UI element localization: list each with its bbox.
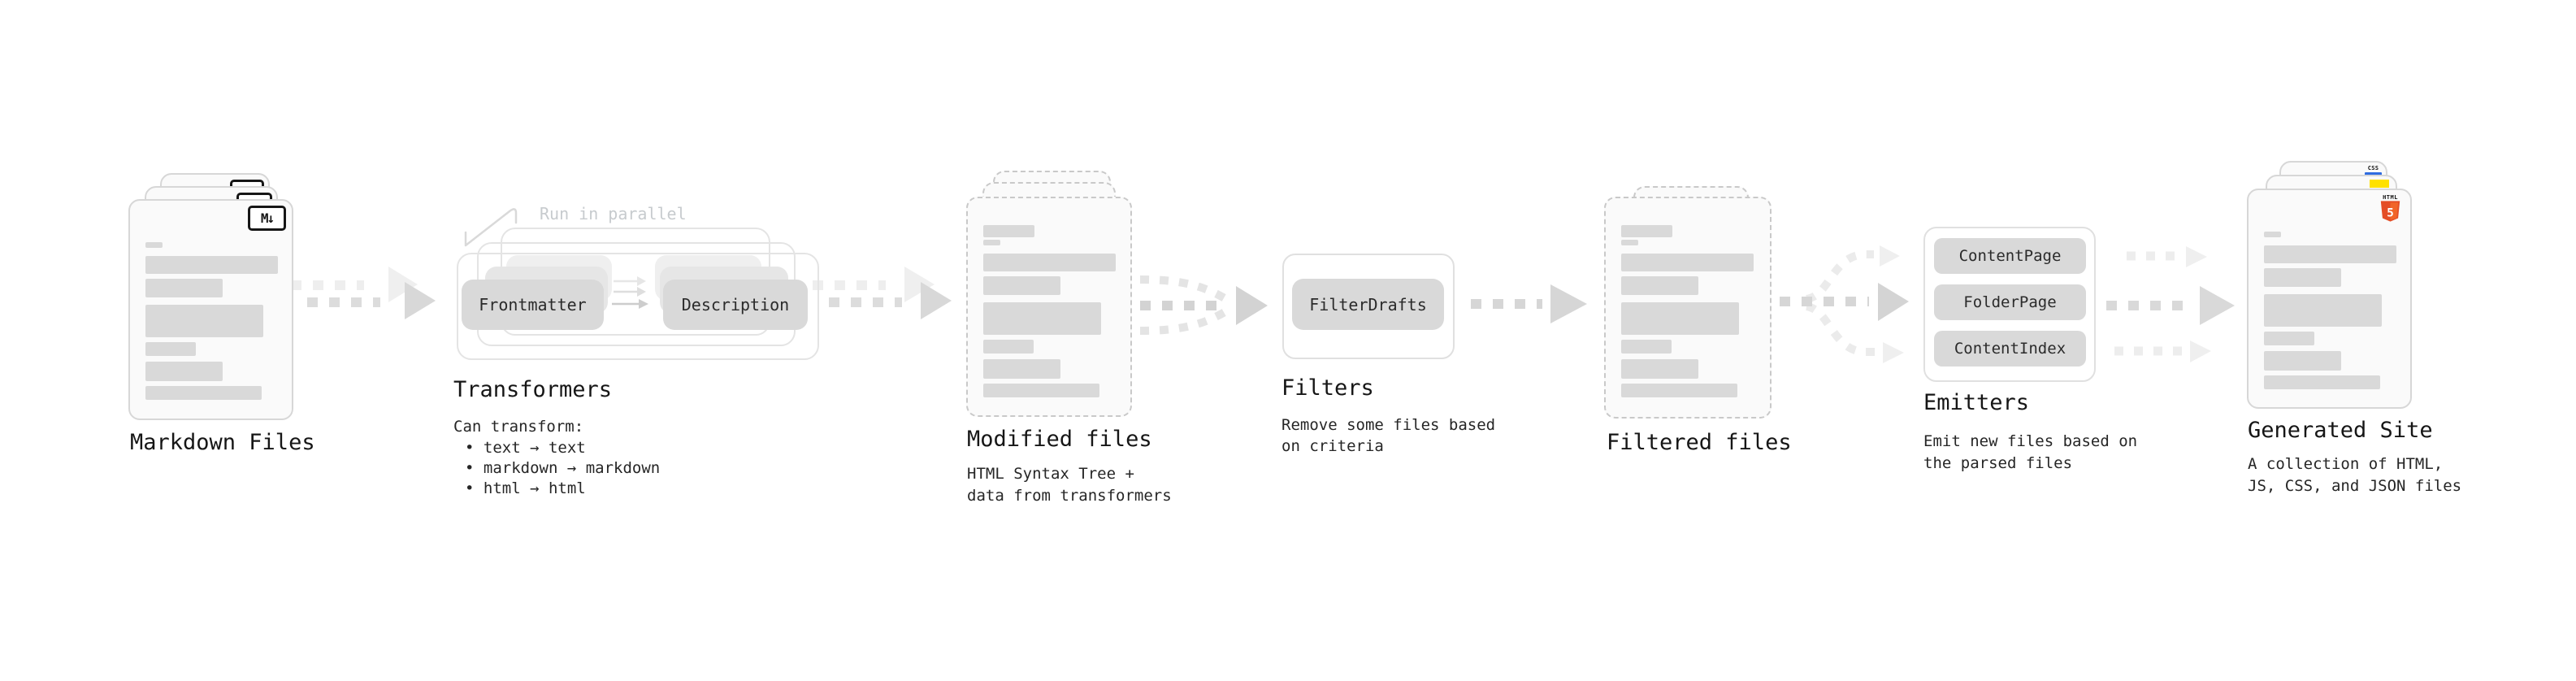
content-bar [983, 359, 1060, 379]
css-icon-underline [2365, 172, 2382, 176]
emitters-box [1923, 227, 2096, 382]
content-bar [145, 242, 163, 248]
content-bar [983, 240, 1000, 245]
content-bar [145, 362, 223, 381]
arrow-transformers-to-modified [813, 267, 952, 319]
content-bar [145, 279, 223, 297]
content-bar [1621, 302, 1739, 335]
transformers-bullet: • text → text [465, 439, 586, 457]
filters-title: Filters [1281, 375, 1374, 401]
filtered-files-title: Filtered files [1607, 430, 1792, 455]
markdown-file-front: M↓ [128, 199, 293, 420]
arrow-modified-to-filters-merge [1139, 275, 1268, 335]
transformer-card-front [457, 253, 819, 360]
chip-label: FolderPage [1963, 293, 2057, 311]
content-bar [2264, 351, 2341, 371]
transformers-bullet: • markdown → markdown [465, 459, 661, 477]
content-bar [2264, 268, 2341, 287]
chip-label: FilterDrafts [1309, 294, 1427, 314]
markdown-icon-label: M↓ [260, 210, 275, 226]
filters-description: Remove some files based [1281, 416, 1496, 434]
css-icon-label: CSS [2367, 165, 2379, 171]
content-bar [2264, 232, 2281, 237]
emitters-description: Emit new files based on [1923, 432, 2138, 450]
content-bar [1621, 225, 1672, 237]
content-bar [2264, 332, 2314, 345]
js-file-icon [2370, 180, 2389, 188]
modified-files-description: HTML Syntax Tree + [967, 465, 1134, 483]
html5-icon: HTML 5 [2379, 194, 2401, 225]
content-bar [983, 340, 1034, 354]
transformer-chip-frontmatter: Frontmatter [462, 280, 604, 330]
transformer-chip-description: Description [663, 280, 808, 330]
arrow-filters-to-filtered [1471, 284, 1587, 323]
content-bar [983, 276, 1060, 295]
filters-box [1282, 254, 1455, 359]
emitter-chip-contentindex: ContentIndex [1934, 331, 2086, 367]
markdown-icon: M↓ [248, 206, 286, 231]
emitter-chip-contentpage: ContentPage [1934, 238, 2086, 274]
generated-site-title: Generated Site [2248, 418, 2433, 443]
generated-file-html: HTML 5 [2247, 189, 2412, 409]
transformers-title: Transformers [453, 377, 613, 402]
transformers-bullet: • html → html [465, 479, 586, 497]
content-bar [1621, 359, 1698, 379]
emitters-title: Emitters [1923, 390, 2030, 415]
run-in-parallel-annotation: Run in parallel [540, 204, 687, 223]
html5-shield: 5 [2380, 201, 2400, 222]
content-bar [145, 256, 278, 274]
content-bar [1621, 384, 1737, 397]
markdown-files-title: Markdown Files [130, 430, 315, 455]
content-bar [145, 386, 262, 400]
content-bar [2264, 245, 2396, 263]
filter-chip-filterdrafts: FilterDrafts [1292, 279, 1444, 330]
emitters-description: the parsed files [1923, 454, 2073, 472]
content-bar [983, 302, 1101, 335]
svg-text:5: 5 [2387, 206, 2394, 219]
content-bar [1621, 276, 1698, 295]
modified-file-front [966, 197, 1132, 417]
chip-label: Frontmatter [479, 295, 587, 314]
transformers-description-heading: Can transform: [453, 418, 584, 436]
content-bar [145, 305, 263, 337]
content-bar [983, 254, 1116, 271]
chip-label: Description [681, 295, 790, 314]
filtered-file-front [1604, 197, 1772, 419]
arrow-filtered-to-emitters-split [1780, 245, 1909, 363]
content-bar [145, 342, 196, 356]
content-bar [2264, 294, 2382, 327]
generated-site-description: JS, CSS, and JSON files [2248, 477, 2462, 495]
arrow-markdown-to-transformers [291, 267, 436, 319]
content-bar [1621, 240, 1638, 245]
arrows-emitters-to-generated [2106, 246, 2235, 362]
chip-label: ContentPage [1958, 247, 2062, 265]
emitter-chip-folderpage: FolderPage [1934, 284, 2086, 320]
filters-description: on criteria [1281, 437, 1384, 455]
content-bar [983, 384, 1099, 397]
content-bar [1621, 340, 1672, 354]
modified-files-description: data from transformers [967, 487, 1172, 505]
content-bar [983, 225, 1034, 237]
html5-icon-label: HTML [2383, 194, 2398, 201]
content-bar [1621, 254, 1754, 271]
modified-files-title: Modified files [967, 427, 1152, 452]
generated-site-description: A collection of HTML, [2248, 455, 2444, 473]
css-file-icon: CSS [2365, 166, 2382, 176]
chip-label: ContentIndex [1954, 340, 2066, 358]
content-bar [2264, 375, 2380, 389]
